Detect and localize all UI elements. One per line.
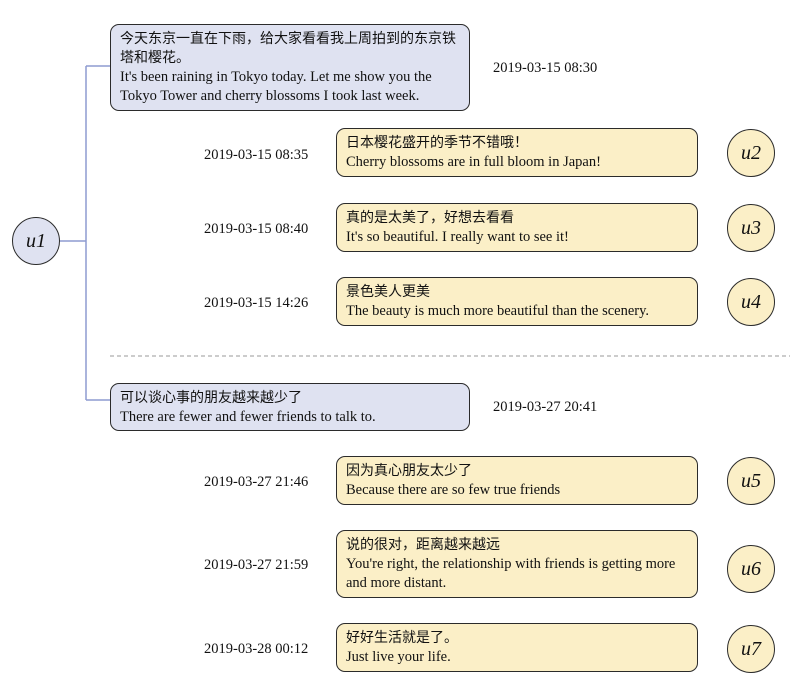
user-avatar-u4: u4 [727,278,775,326]
reply-text-zh: 因为真心朋友太少了 [346,463,472,479]
reply-bubble-u5: 因为真心朋友太少了 Because there are so few true … [336,456,698,505]
reply-text-zh: 说的很对，距离越来越远 [346,537,500,553]
user-label: u3 [741,216,761,239]
post-text-en: There are fewer and fewer friends to tal… [120,409,376,425]
reply-bubble-u7: 好好生活就是了。 Just live your life. [336,623,698,672]
reply-bubble-u3: 真的是太美了，好想去看看 It's so beautiful. I really… [336,203,698,252]
user-label: u1 [26,229,46,252]
user-avatar-u3: u3 [727,204,775,252]
reply-text-en: Because there are so few true friends [346,482,561,498]
user-label: u2 [741,141,761,164]
reply-timestamp: 2019-03-15 14:26 [204,295,309,311]
user-label: u4 [741,290,761,313]
reply-text-zh: 好好生活就是了。 [346,630,458,646]
post-text-en: It's been raining in Tokyo today. Let me… [120,69,432,104]
reply-text-en: You're right, the relationship with frie… [346,556,676,591]
user-label: u7 [741,637,761,660]
reply-text-en: Cherry blossoms are in full bloom in Jap… [346,154,601,170]
reply-text-zh: 真的是太美了，好想去看看 [346,210,514,226]
user-avatar-u7: u7 [727,625,775,673]
post-timestamp-1: 2019-03-15 08:30 [493,60,598,76]
user-avatar-u6: u6 [727,545,775,593]
reply-text-zh: 景色美人更美 [346,284,430,300]
reply-timestamp: 2019-03-27 21:46 [204,474,309,490]
reply-timestamp: 2019-03-28 00:12 [204,641,309,657]
post-bubble-1: 今天东京一直在下雨，给大家看看我上周拍到的东京铁塔和樱花。 It's been … [110,24,470,111]
user-avatar-u2: u2 [727,129,775,177]
reply-bubble-u4: 景色美人更美 The beauty is much more beautiful… [336,277,698,326]
reply-text-zh: 日本樱花盛开的季节不错哦！ [346,135,528,151]
reply-timestamp: 2019-03-15 08:35 [204,147,309,163]
user-avatar-u1: u1 [12,217,60,265]
reply-timestamp: 2019-03-27 21:59 [204,557,309,573]
user-label: u6 [741,557,761,580]
post-text-zh: 今天东京一直在下雨，给大家看看我上周拍到的东京铁塔和樱花。 [120,31,456,66]
post-timestamp-2: 2019-03-27 20:41 [493,399,598,415]
reply-text-en: It's so beautiful. I really want to see … [346,229,569,245]
reply-timestamp: 2019-03-15 08:40 [204,221,309,237]
user-avatar-u5: u5 [727,457,775,505]
reply-text-en: The beauty is much more beautiful than t… [346,303,650,319]
post-text-zh: 可以谈心事的朋友越来越少了 [120,390,302,406]
user-label: u5 [741,469,761,492]
reply-bubble-u6: 说的很对，距离越来越远 You're right, the relationsh… [336,530,698,598]
reply-bubble-u2: 日本樱花盛开的季节不错哦！ Cherry blossoms are in ful… [336,128,698,177]
post-bubble-2: 可以谈心事的朋友越来越少了 There are fewer and fewer … [110,383,470,431]
reply-text-en: Just live your life. [346,649,451,665]
